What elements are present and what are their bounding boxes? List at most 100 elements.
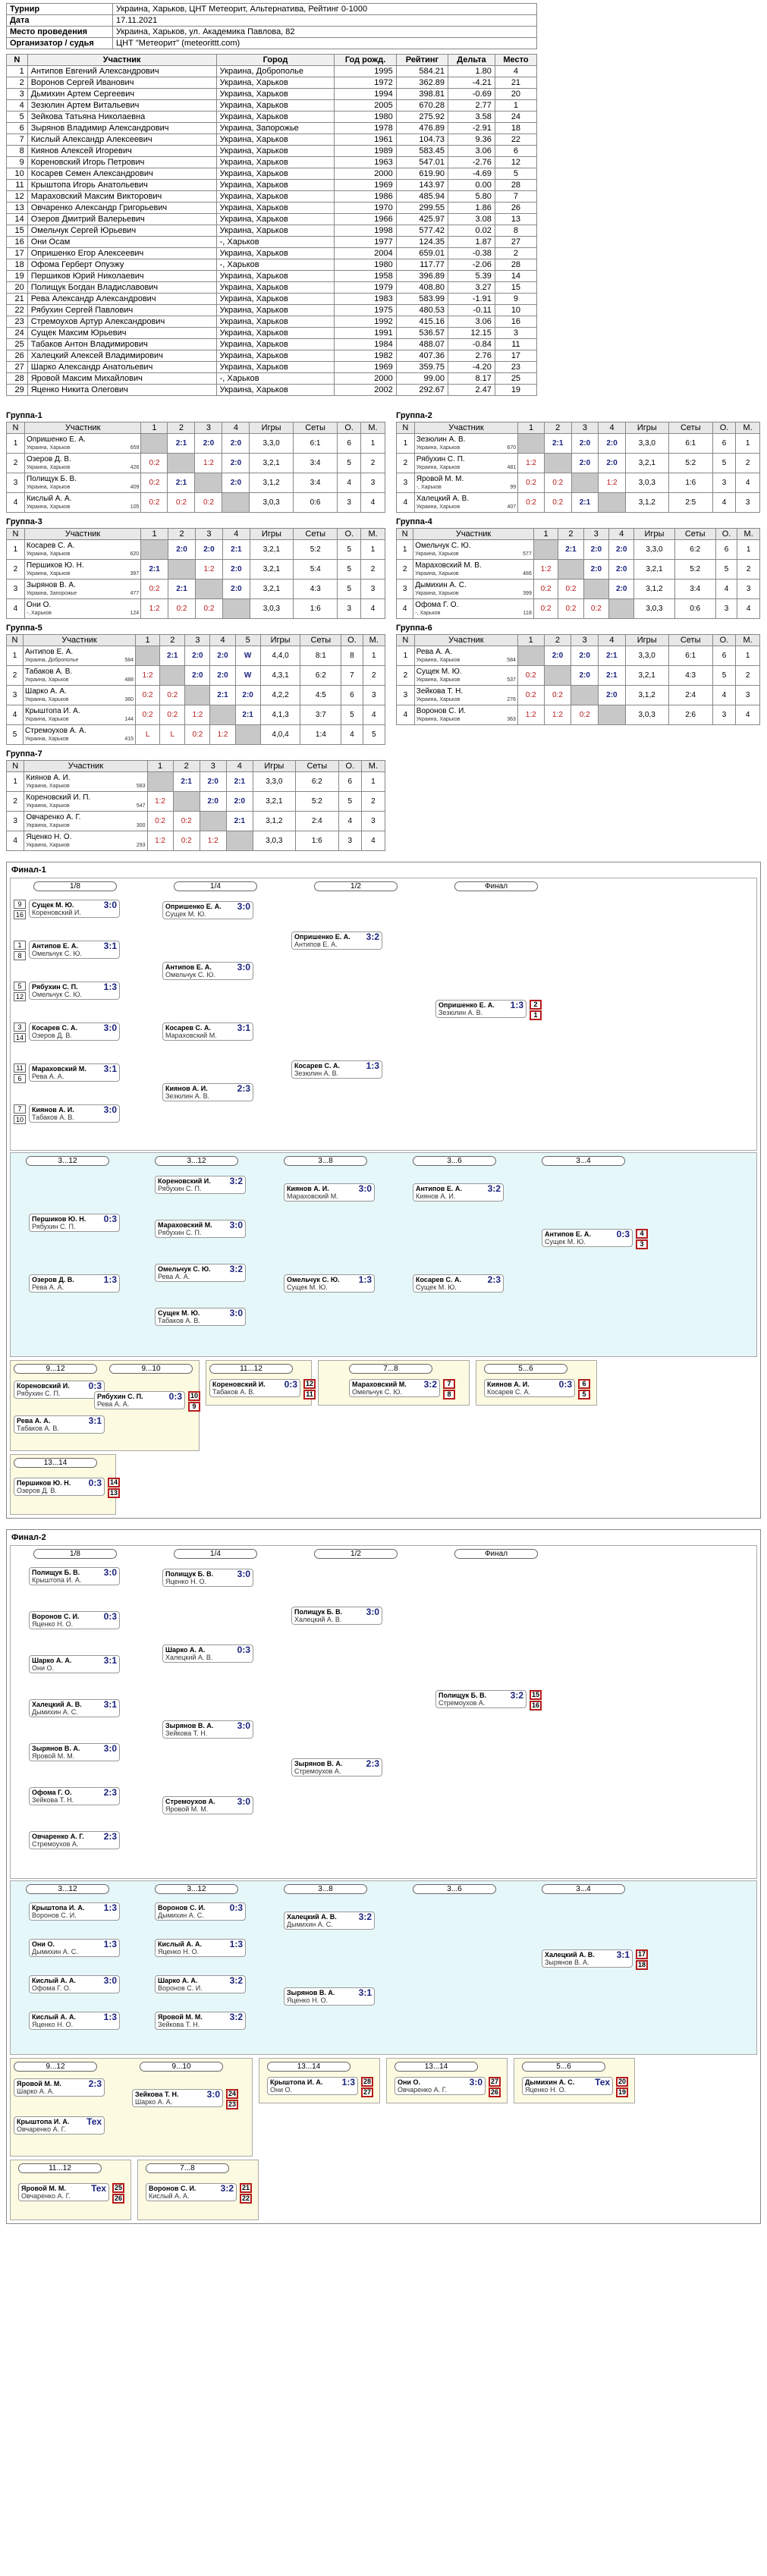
group-score: 0:2: [172, 811, 200, 831]
info-value: Украина, Харьков, ЦНТ Метеорит, Альтерна…: [112, 3, 537, 15]
group-stat: 6: [712, 646, 737, 666]
match-player-a: Зырянов В. А.: [287, 1989, 335, 1996]
place-badge: 1: [530, 1010, 542, 1020]
group-stat: 3:4: [292, 473, 338, 493]
match-player-a: Кислый А. А.: [32, 1977, 76, 1984]
player-cell: 11: [494, 338, 538, 350]
player-cell: 14: [6, 213, 28, 225]
match-player-a: Зырянов В. А.: [294, 1760, 343, 1767]
match-player-a: Зырянов В. А.: [165, 1722, 214, 1729]
column-header: Дельта: [448, 54, 495, 66]
group-score: 0:2: [543, 492, 572, 513]
match-player-a: Киянов А. И.: [287, 1185, 329, 1192]
group-header: Участник: [23, 634, 137, 646]
match-player-a: Полищук Б. В.: [32, 1569, 80, 1576]
place-badge: 28: [361, 2077, 373, 2087]
player-cell: 16: [494, 316, 538, 328]
group-stat: 3,2,1: [624, 453, 669, 473]
match-score: 2:3: [103, 1831, 117, 1842]
group-player-rating: 486: [523, 570, 532, 576]
seed-number: 1: [14, 941, 26, 950]
match-score: 3:2: [366, 931, 379, 942]
group-player-location: Украина, Харьков: [415, 570, 459, 576]
group-score: 2:0: [598, 453, 626, 473]
player-cell: -0.69: [448, 88, 495, 100]
group-player-name: Мараховский М. В.: [415, 561, 482, 570]
group-score: [184, 685, 211, 705]
group-score: 0:2: [135, 685, 161, 705]
group-header: 3: [184, 634, 211, 646]
match-player-b: Шарко А. А.: [17, 2088, 55, 2095]
match-player-b: Крыштопа И. А.: [32, 1576, 82, 1584]
player-cell: 1.80: [448, 65, 495, 77]
group-stat: 4,4,0: [259, 646, 301, 666]
player-cell: 1986: [334, 190, 397, 203]
match-player-a: Зырянов В. А.: [32, 1745, 80, 1752]
group-score: 0:2: [533, 579, 559, 599]
match-player-b: Косарев С. А.: [487, 1388, 531, 1396]
group-header: 4: [608, 528, 635, 540]
bracket-stage-label: 1/8: [33, 1549, 117, 1559]
group-header: 1: [135, 634, 161, 646]
match-player-b: Рева А. А.: [32, 1073, 64, 1080]
group-score: 1:2: [140, 598, 169, 619]
group-stat: 3,2,1: [249, 539, 294, 560]
bracket-stage-label: Финал: [454, 1549, 538, 1559]
group-header: 2: [159, 634, 186, 646]
group-stat: 3:4: [292, 453, 338, 473]
group-player-rating: 144: [124, 716, 134, 722]
player-cell: Киянов Алексей Игоревич: [27, 145, 217, 157]
group-score: 0:2: [172, 831, 200, 851]
player-cell: 1998: [334, 225, 397, 237]
player-cell: 583.99: [395, 293, 449, 305]
match-player-b: Дымихин А. С.: [158, 1912, 204, 1919]
match-player-b: Киянов А. И.: [416, 1192, 456, 1200]
group-stat: 4:5: [300, 685, 342, 705]
match-player-b: Овчаренко А. Г.: [398, 2086, 447, 2094]
player-cell: 0.02: [448, 225, 495, 237]
match-player-a: Першиков Ю. Н.: [32, 1215, 86, 1223]
group-num: 2: [395, 559, 414, 580]
bracket-stage-label: 1/4: [174, 881, 257, 891]
group-stat: 5: [337, 579, 362, 599]
group-score: 0:2: [517, 492, 545, 513]
bracket-stage-label: 11...12: [18, 2163, 102, 2173]
place-badge: 11: [303, 1390, 316, 1400]
match-player-a: Озеров Д. В.: [32, 1276, 74, 1283]
group-header: 3: [583, 528, 610, 540]
bracket-stage-label: 9...12: [14, 1364, 97, 1374]
group-player-name: Озеров Д. В.: [26, 454, 71, 463]
group-num: 4: [6, 598, 25, 619]
player-cell: 2004: [334, 247, 397, 259]
player-cell: Украина, Харьков: [215, 168, 335, 180]
group-stat: 3: [360, 811, 386, 831]
match-player-b: Халецкий А. В.: [294, 1616, 342, 1623]
player-cell: -, Харьков: [215, 372, 335, 385]
group-stat: 5: [337, 539, 362, 560]
match-player-b: Рева А. А.: [32, 1283, 64, 1291]
group-stat: 4,2,2: [259, 685, 301, 705]
player-cell: Полищук Богдан Владиславович: [27, 281, 217, 294]
group-stat: 2: [360, 559, 385, 580]
match-score: 3:1: [103, 1063, 117, 1074]
player-cell: 1958: [334, 270, 397, 282]
group-score: 0:2: [140, 473, 168, 493]
match-player-b: Сущек М. Ю.: [416, 1283, 457, 1291]
group-stat: 3:4: [674, 579, 716, 599]
player-cell: Омельчук Сергей Юрьевич: [27, 225, 217, 237]
